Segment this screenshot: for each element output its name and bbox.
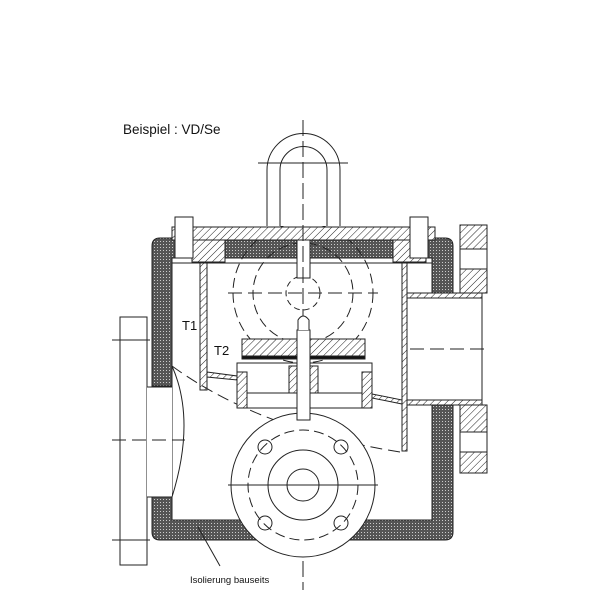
valve-stem (296, 329, 311, 421)
left-flange (119, 316, 148, 566)
label-insulation: Isolierung bauseits (190, 575, 270, 586)
label-t1: T1 (182, 318, 198, 333)
label-t2: T2 (214, 343, 230, 358)
left-pipe (147, 387, 172, 497)
drawing-title: Beispiel : VD/Se (123, 122, 221, 137)
insulation (151, 237, 454, 541)
insulation-leader (197, 526, 221, 567)
wall-t1 (199, 262, 208, 391)
